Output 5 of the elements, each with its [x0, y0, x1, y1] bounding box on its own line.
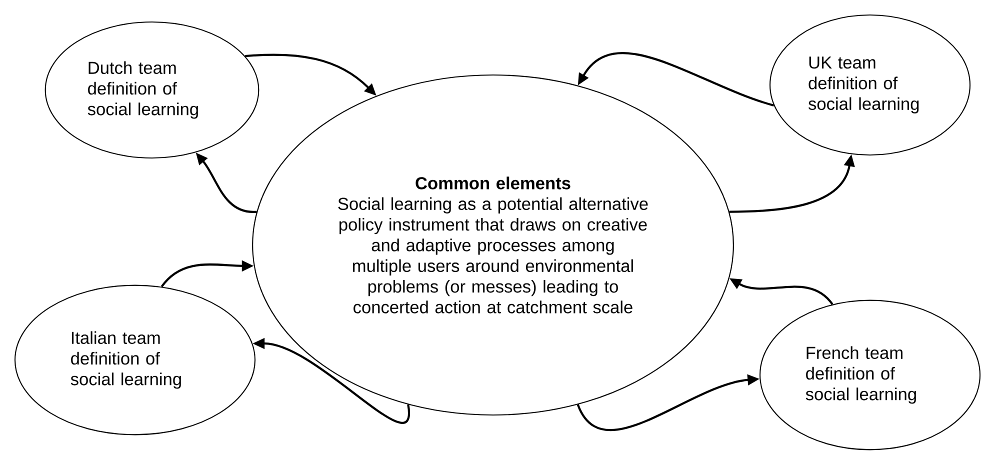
ellipse-node: Dutch team definition of social learning	[44, 21, 260, 159]
ellipse-node: Italian team definition of social learning	[14, 284, 256, 436]
ellipse-node: UK team definition of social learning	[769, 14, 971, 156]
ellipse-node: Common elements Social learning as a potential alternative policy instrument that draws on creative and adaptive processes among multiple users around environmental problems (or messes) leading to concerted action at catchment scale	[252, 74, 734, 416]
ellipse-node: French team definition of social learning	[759, 300, 981, 450]
